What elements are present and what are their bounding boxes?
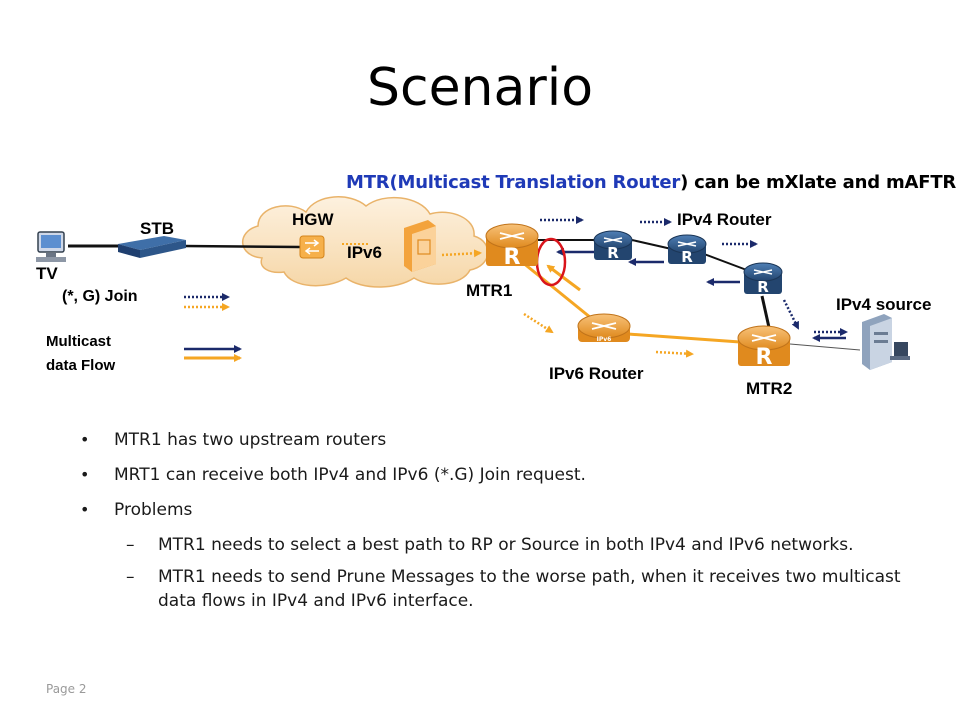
subtitle-accent: MTR(Multicast Translation Router — [346, 172, 681, 193]
ipv6-router-icon: IPv6 — [577, 313, 631, 343]
join-ipv6-arrow-3 — [655, 349, 694, 358]
ipv4-router-3-glyph: R — [757, 278, 769, 296]
mtr1-router-icon: R — [485, 223, 539, 270]
bullet-item: Problems — [78, 498, 918, 522]
label-ipv4-router: IPv4 Router — [677, 210, 772, 229]
legend-join-label: (*, G) Join — [62, 288, 138, 305]
hgw-switch-icon — [299, 235, 325, 259]
ipv4-router-3-icon: R — [743, 262, 783, 296]
link-r2-r3 — [703, 253, 753, 273]
slide-title: Scenario — [366, 58, 594, 118]
slide-subtitle: MTR(Multicast Translation Router) can be… — [346, 172, 956, 193]
sub-bullet-item: MTR1 needs to select a best path to RP o… — [78, 533, 918, 557]
network-diagram: R R R R R IPv6 — [36, 196, 910, 370]
ipv4-source-server-icon — [862, 314, 910, 370]
stb-device-icon — [118, 236, 186, 258]
link-stb-hgw — [183, 244, 301, 249]
label-ipv6-router: IPv6 Router — [549, 364, 644, 383]
label-ipv4-source: IPv4 source — [836, 295, 932, 314]
legend-multicast-label-1: Multicast — [46, 333, 112, 350]
join-ipv6-arrow-2 — [523, 312, 554, 334]
data-ipv6-arrow-1 — [546, 264, 581, 292]
link-mtr1-ipv6router — [521, 260, 597, 324]
ipv6-cloud — [241, 196, 489, 288]
legend-multicast-label-2: data Flow — [46, 357, 116, 374]
label-hgw: HGW — [292, 210, 334, 229]
link-mtr2-source — [789, 343, 861, 351]
sub-bullet-item: MTR1 needs to send Prune Messages to the… — [78, 565, 918, 613]
label-tv: TV — [36, 264, 58, 283]
conflict-highlight — [535, 237, 567, 287]
mtr1-router-glyph: R — [504, 245, 521, 270]
page-number: Page 2 — [46, 682, 87, 696]
link-ipv6router-mtr2 — [627, 332, 741, 344]
bullet-item: MTR1 has two upstream routers — [78, 428, 918, 452]
ipv6-router-badge: IPv6 — [597, 336, 612, 343]
label-ipv6-cloud: IPv6 — [347, 243, 382, 262]
bullet-item: MRT1 can receive both IPv4 and IPv6 (*.G… — [78, 463, 918, 487]
label-mtr2: MTR2 — [746, 379, 793, 398]
subtitle-rest: ) can be mXlate and mAFTR — [680, 172, 957, 193]
mtr2-router-glyph: R — [756, 345, 773, 370]
ipv4-router-1-icon: R — [593, 230, 633, 262]
firewall-icon — [404, 220, 436, 272]
tv-computer-icon — [36, 231, 66, 262]
join-ipv4-arrow-4 — [782, 299, 800, 330]
label-stb: STB — [140, 219, 174, 238]
bullet-list: MTR1 has two upstream routers MRT1 can r… — [78, 428, 918, 621]
label-mtr1: MTR1 — [466, 281, 513, 300]
ipv4-router-2-glyph: R — [681, 248, 693, 266]
ipv4-router-1-glyph: R — [607, 244, 619, 262]
ipv4-router-2-icon: R — [667, 234, 707, 266]
mtr2-router-icon: R — [737, 325, 791, 370]
